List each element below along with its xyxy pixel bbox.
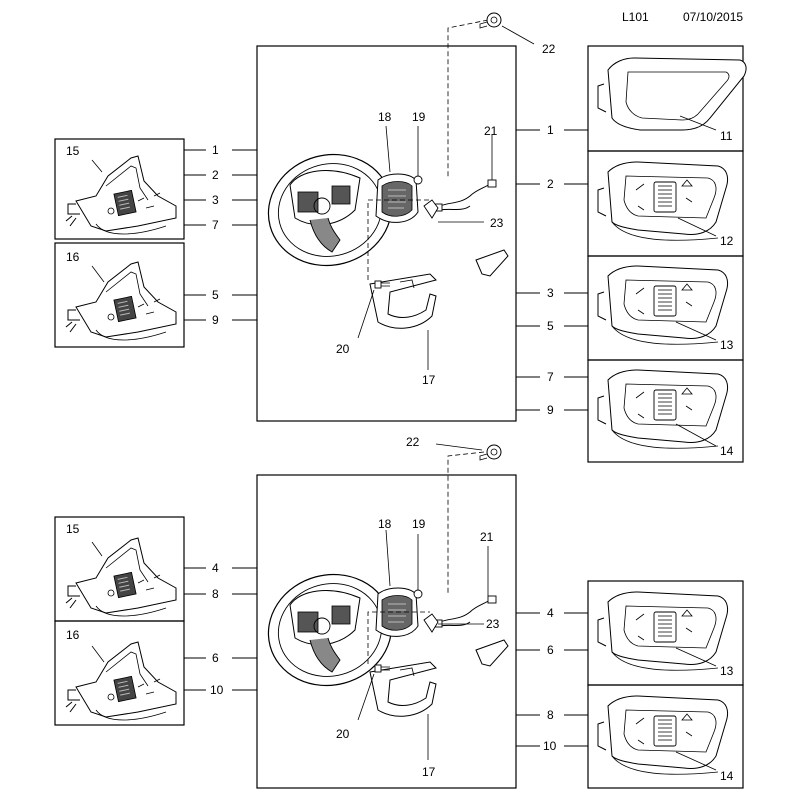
airbag-module-18-top [375, 173, 419, 223]
callout-16: 16 [66, 250, 80, 264]
trim-clip-top [475, 249, 509, 277]
callout-22-top: 22 [542, 42, 556, 56]
callout-23-top: 23 [490, 216, 504, 230]
callout-9-left: 9 [212, 313, 219, 327]
callout-14-bottom: 14 [720, 769, 734, 783]
switch-cover-13-top [597, 265, 729, 345]
callout-18-bottom: 18 [378, 517, 392, 531]
callout-9-right: 9 [547, 403, 554, 417]
frame-16-bottom [54, 620, 185, 726]
callout-2-left: 2 [212, 168, 219, 182]
callout-4-left: 4 [212, 561, 219, 575]
callout-3-left: 3 [212, 193, 219, 207]
callout-13-bottom: 13 [720, 664, 734, 678]
callout-6-right: 6 [547, 643, 554, 657]
switch-cover-12 [597, 161, 729, 241]
blank-cover-11 [597, 57, 747, 131]
callout-5-left: 5 [212, 288, 219, 302]
switch-module-16-bottom [65, 641, 177, 721]
callout-19-top: 19 [412, 110, 426, 124]
diagram-date: 07/10/2015 [683, 10, 744, 24]
bolt-22-top [479, 12, 502, 29]
callout-7-left: 7 [212, 218, 219, 232]
callout-15-bottom: 15 [66, 522, 80, 536]
frame-15-top [54, 138, 185, 240]
callout-20-top: 20 [336, 342, 350, 356]
callout-16-bottom: 16 [66, 628, 80, 642]
callout-10-right: 10 [543, 739, 557, 753]
callout-3-right: 3 [547, 286, 554, 300]
frame-14-top [587, 359, 744, 463]
callout-21-top: 21 [484, 124, 498, 138]
callout-2-right: 2 [547, 177, 554, 191]
switch-cover-13-bottom [597, 591, 729, 671]
switch-module-15-bottom [65, 537, 177, 617]
callout-11: 11 [720, 129, 733, 143]
callout-1-left: 1 [212, 143, 219, 157]
callout-12: 12 [720, 234, 734, 248]
callout-8-left: 8 [212, 587, 219, 601]
callout-14-top: 14 [720, 444, 734, 458]
diagram-code: L101 [622, 10, 649, 24]
callout-8-right: 8 [547, 708, 554, 722]
callout-6-left: 6 [212, 651, 219, 665]
callout-21-bottom: 21 [480, 530, 494, 544]
callout-5-right: 5 [547, 319, 554, 333]
wiring-harness-21-top [433, 179, 497, 212]
callout-18-top: 18 [378, 110, 392, 124]
main-frame-bottom [256, 474, 517, 789]
callout-4-right: 4 [547, 606, 554, 620]
callout-23-bottom: 23 [486, 617, 500, 631]
callout-20-bottom: 20 [336, 727, 350, 741]
callout-17-top: 17 [422, 373, 436, 387]
callout-17-bottom: 17 [422, 765, 436, 779]
callout-7-right: 7 [547, 370, 554, 384]
callout-19-bottom: 19 [412, 517, 426, 531]
bolt-22-bottom [479, 444, 502, 461]
callout-13-top: 13 [720, 338, 734, 352]
switch-cover-14-bottom [597, 695, 729, 775]
callout-15: 15 [66, 144, 80, 158]
callout-22-bottom: 22 [406, 435, 420, 449]
switch-module-15-top [65, 155, 177, 235]
main-frame-top [256, 45, 517, 422]
frame-14-bottom [587, 684, 744, 789]
trim-clip-bottom [475, 639, 509, 667]
switch-cover-14-top [597, 369, 729, 449]
switch-module-16-top [65, 261, 177, 341]
callout-1-right: 1 [547, 123, 554, 137]
callout-10-left: 10 [210, 683, 224, 697]
